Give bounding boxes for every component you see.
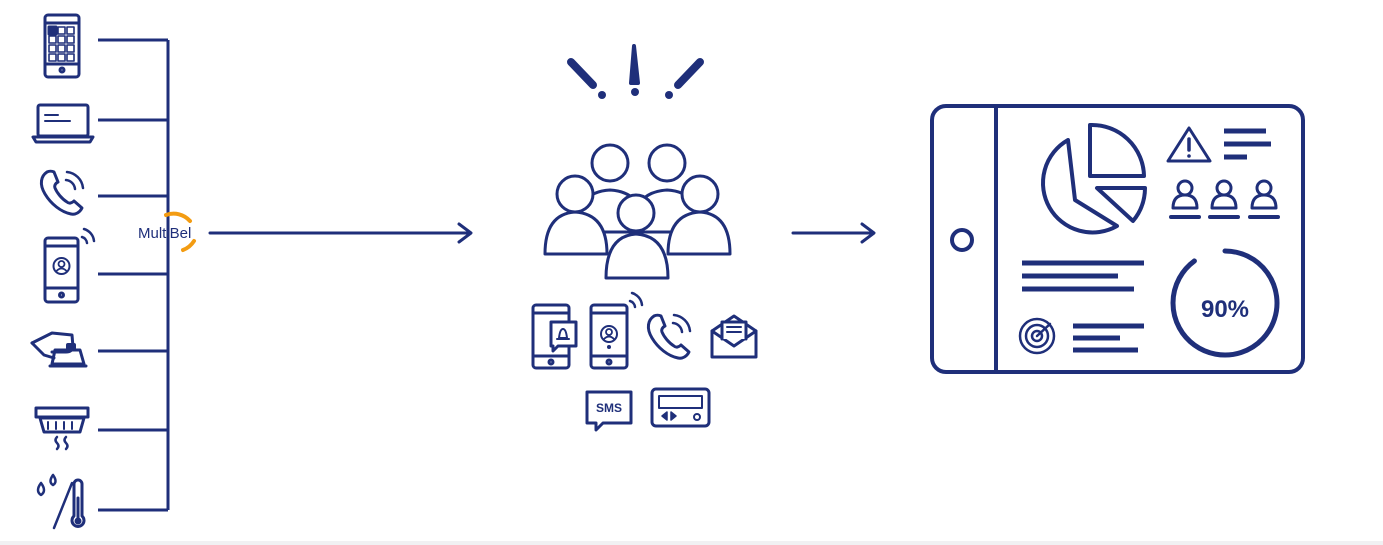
radar-text-lines <box>1073 323 1144 353</box>
user-icon-2 <box>1208 179 1240 219</box>
progress-percent-label: 90% <box>1201 296 1249 323</box>
water-temperature-icon <box>36 473 86 530</box>
flow-arrow-2 <box>791 222 876 244</box>
alert-text-lines <box>1224 128 1271 160</box>
progress-ring-icon: 90% <box>1170 248 1280 358</box>
pager-icon <box>650 387 711 428</box>
bottom-divider <box>0 541 1383 545</box>
dashboard-tablet <box>930 104 1305 374</box>
hand-press-button-icon <box>30 331 88 368</box>
channel-ringing-phone-icon <box>589 291 644 370</box>
phone-notification-icon <box>531 303 578 370</box>
flow-arrow-1 <box>208 222 473 244</box>
report-text-lines <box>1022 260 1144 292</box>
email-icon <box>710 314 758 359</box>
smoke-detector-icon <box>34 406 90 451</box>
user-icon <box>1169 179 1201 219</box>
multibel-logo: MultiBel <box>138 211 196 252</box>
pie-chart-icon <box>1041 122 1147 235</box>
brand-name: MultiBel <box>138 225 191 242</box>
alert-exclamation-icon <box>567 44 704 99</box>
smartphone-icon <box>43 13 81 79</box>
people-group-icon <box>543 143 732 280</box>
ringing-phone-icon <box>43 227 96 304</box>
radar-icon <box>1018 317 1056 355</box>
laptop-icon <box>31 103 95 144</box>
input-bus <box>98 38 170 512</box>
phone-call-icon <box>39 169 85 216</box>
warning-icon <box>1166 126 1212 163</box>
sms-label: SMS <box>596 401 622 415</box>
sms-icon: SMS <box>585 390 633 432</box>
user-icon-3 <box>1248 179 1280 219</box>
channel-phone-call-icon <box>646 313 692 360</box>
